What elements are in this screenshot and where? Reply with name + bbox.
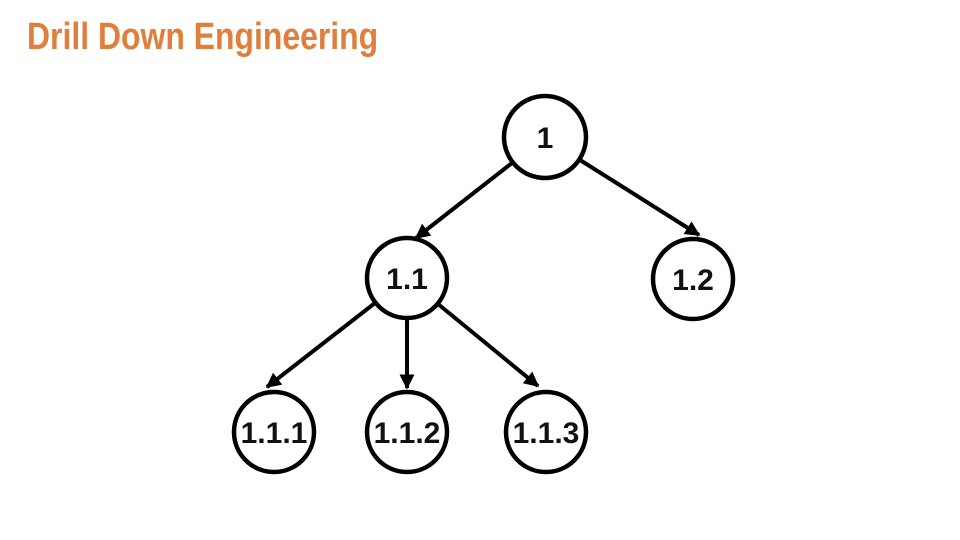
edge-1.1-to-1.1.1 [265, 301, 377, 389]
tree-node-1: 1 [501, 93, 589, 181]
edge-1.1-to-1.1.3 [436, 302, 540, 388]
node-1.1.1-circle [231, 389, 317, 475]
tree-node-1.1.2: 1.1.2 [364, 389, 450, 475]
node-1.2-label: 1.2 [672, 264, 714, 297]
node-1.1-circle [364, 235, 450, 321]
node-1.1.1-label: 1.1.1 [241, 417, 308, 450]
node-1.2-circle [650, 236, 736, 322]
tree-node-1.1.3: 1.1.3 [503, 389, 589, 475]
tree-node-1.1.1: 1.1.1 [231, 389, 317, 475]
node-1.1-label: 1.1 [386, 263, 428, 296]
slide-title: Drill Down Engineering [27, 16, 379, 58]
node-1.1.3-label: 1.1.3 [513, 417, 580, 450]
tree-node-1.2: 1.2 [650, 236, 736, 322]
edge-1-to-1.1 [414, 161, 514, 240]
node-1.1.2-circle [364, 389, 450, 475]
edge-1-to-1.2 [578, 158, 701, 237]
node-1.1.2-label: 1.1.2 [374, 417, 441, 450]
node-1-circle [501, 93, 589, 181]
node-1-label: 1 [537, 122, 554, 155]
node-1.1.3-circle [503, 389, 589, 475]
tree-node-1.1: 1.1 [364, 235, 450, 321]
